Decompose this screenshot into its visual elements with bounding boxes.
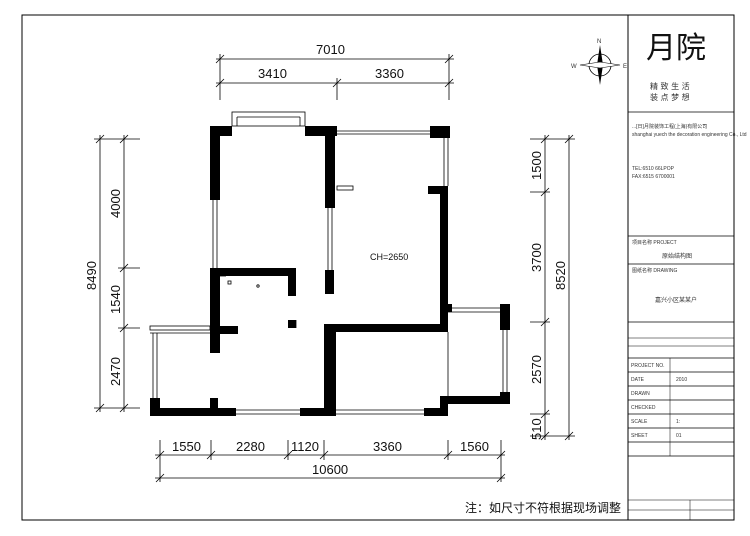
bottom-dim-3: 1120	[291, 439, 319, 454]
row-label-6: SHEET	[631, 433, 648, 439]
right-dim-2: 3700	[529, 243, 544, 272]
drawing-label: 图纸名称 DRAWING	[632, 267, 677, 274]
bottom-dim-2: 2280	[236, 439, 265, 454]
row-label-4: CHECKED	[631, 405, 656, 411]
left-dim-3: 2470	[108, 357, 123, 386]
slogan-line1: 精 致 生 活	[650, 81, 690, 91]
top-dimensions	[215, 54, 454, 100]
window-lines	[149, 111, 508, 415]
row-value-5: 1:	[676, 419, 680, 425]
compass-e: E	[623, 64, 627, 70]
title-block: 月院 精 致 生 活 装 点 梦 想 ...[日]月院装饰工程(上海)有限公司 …	[627, 15, 747, 520]
logo: 月院	[646, 31, 706, 66]
tel-line: TEL:6510 66LPOP	[632, 166, 675, 172]
left-dim-2: 1540	[108, 285, 123, 314]
top-dim-2: 3360	[375, 66, 404, 81]
row-label-3: DRAWN	[631, 391, 650, 397]
row-label-1: PROJECT NO.	[631, 363, 665, 369]
compass: N W E	[571, 39, 627, 85]
left-total-dim: 8490	[84, 261, 99, 290]
drawing-frame	[21, 14, 735, 521]
ceiling-height-label: CH=2650	[370, 252, 408, 262]
compass-s: W	[571, 64, 577, 70]
right-dimensions	[530, 134, 575, 441]
right-total-dim: 8520	[553, 261, 568, 290]
top-total-dim: 7010	[316, 42, 345, 57]
right-dim-1: 1500	[529, 151, 544, 180]
bottom-dim-4: 3360	[373, 439, 402, 454]
top-dim-1: 3410	[258, 66, 287, 81]
fax-line: FAX:6515 6700001	[632, 174, 675, 180]
left-dim-1: 4000	[108, 189, 123, 218]
company-english: shanghai yuech the decoration engineerin…	[632, 132, 747, 138]
bottom-dim-1: 1550	[172, 439, 201, 454]
walls	[150, 126, 510, 416]
company-name: ...[日]月院装饰工程(上海)有限公司	[632, 123, 707, 130]
row-value-2: 2010	[676, 377, 687, 383]
right-dim-3: 2570	[529, 355, 544, 384]
adjust-note: 注：如尺寸不符根据现场调整	[465, 500, 621, 515]
right-dim-4: 510	[529, 418, 544, 440]
row-value-6: 01	[676, 433, 682, 439]
location-name: 嘉兴小区某某户	[655, 296, 697, 304]
project-label: 项目名称 PROJECT	[632, 239, 677, 246]
bottom-total-dim: 10600	[312, 462, 348, 477]
row-label-2: DATE	[631, 377, 645, 383]
compass-n: N	[597, 39, 601, 45]
drawing-name: 原始结构图	[662, 252, 692, 260]
left-dimensions	[94, 134, 140, 413]
slogan-line2: 装 点 梦 想	[650, 92, 690, 102]
bottom-dim-5: 1560	[460, 439, 489, 454]
bottom-dimensions	[155, 440, 506, 483]
row-label-5: SCALE	[631, 419, 648, 425]
